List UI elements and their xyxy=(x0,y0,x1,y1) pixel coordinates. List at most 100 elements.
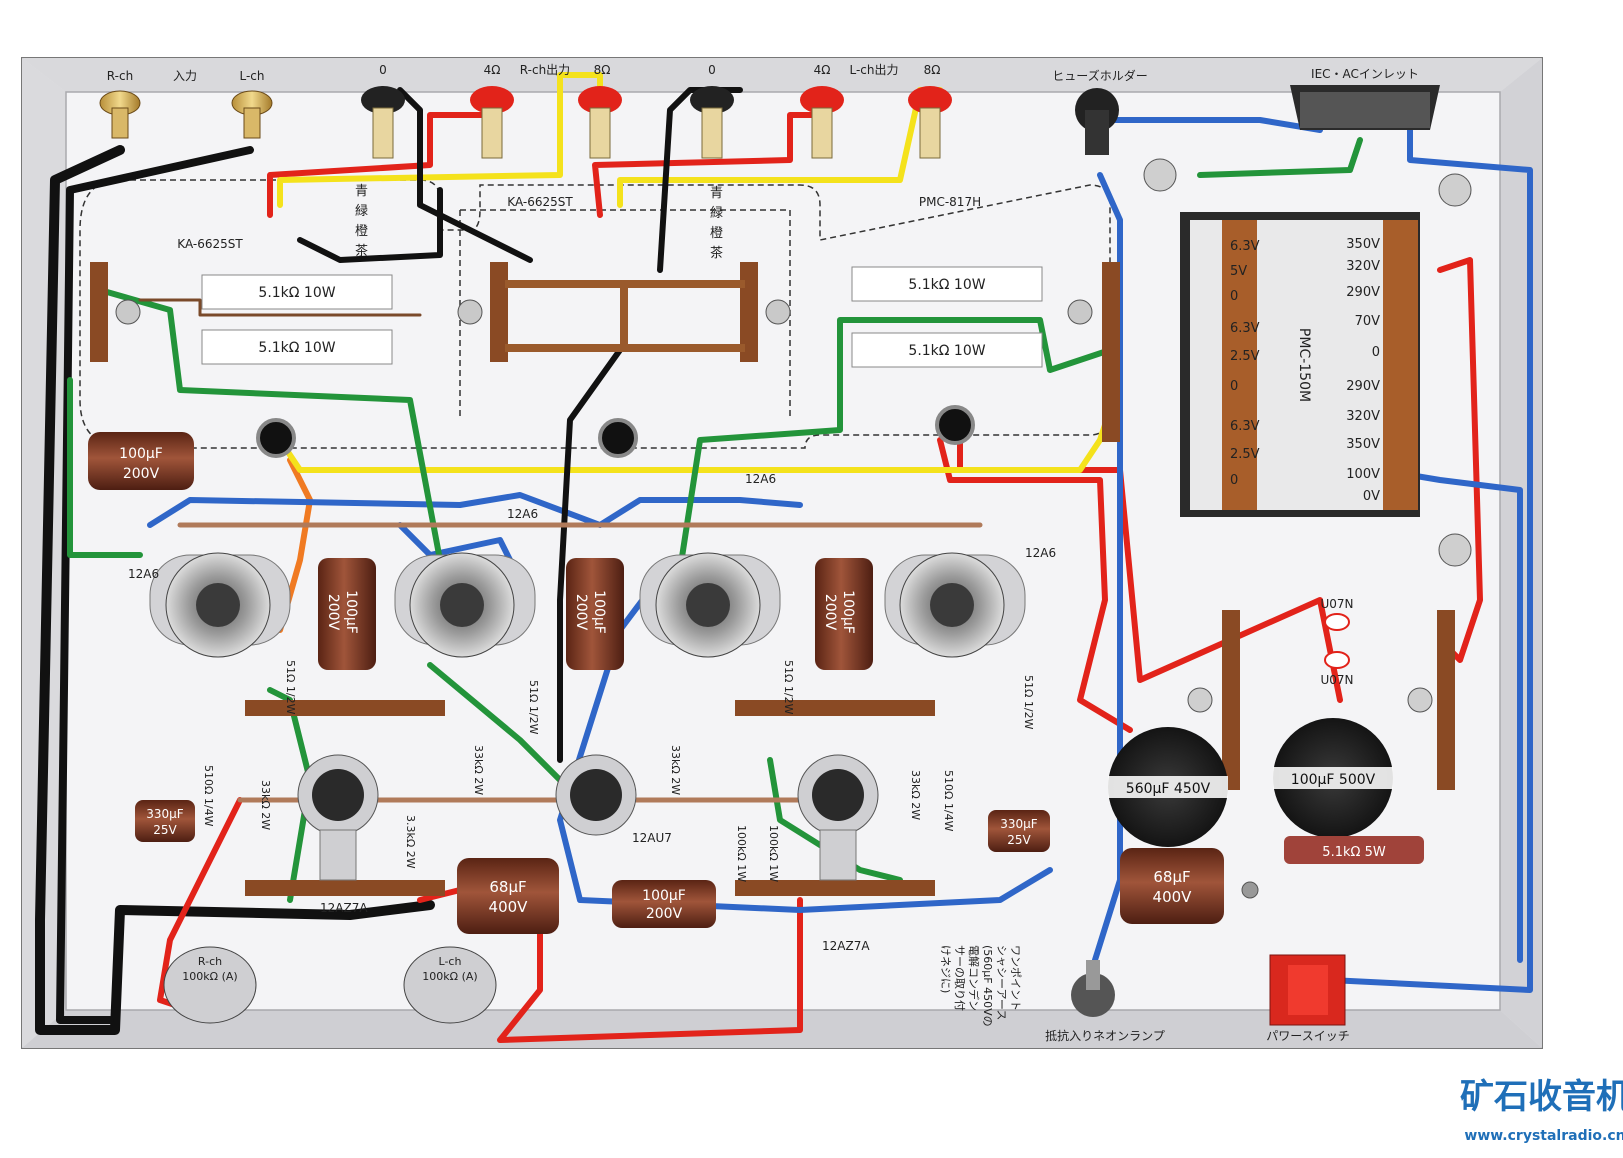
capacitors: 100μF 200V 100μF 200V 100μF 200V 100μF 2… xyxy=(88,432,1393,934)
cap-560-label: 560μF 450V xyxy=(1126,781,1211,797)
legend-orange: 橙 xyxy=(355,224,368,239)
socket-12az7a-right xyxy=(797,754,879,881)
tap-left-4: 6.3V xyxy=(1230,321,1260,336)
cap-b-voltage: 200V xyxy=(325,594,341,631)
pot-lch: L-ch 100kΩ (A) xyxy=(403,946,497,1024)
cap-b-value: 100μF xyxy=(343,590,359,634)
tap-left-5: 2.5V xyxy=(1230,349,1260,364)
label-tube-12az7a-right: 12AZ7A xyxy=(822,939,870,953)
label-power-transformer: PMC-150M xyxy=(1296,328,1312,402)
cap-330uf-a: 330μF 25V xyxy=(135,800,195,842)
label-l-0: 0 xyxy=(708,63,716,77)
volume-pots: R-ch 100kΩ (A) L-ch 100kΩ (A) xyxy=(163,946,497,1024)
legend-brown: 茶 xyxy=(355,243,368,259)
socket-12au7 xyxy=(555,754,637,836)
pot-rch-channel: R-ch xyxy=(198,955,222,968)
label-tube-12az7a-left: 12AZ7A xyxy=(320,901,368,915)
watermark-brand: 矿石收音机 xyxy=(1460,1077,1623,1117)
label-diode-1: U07N xyxy=(1320,597,1353,611)
label-transformer-left: KA-6625ST xyxy=(177,237,243,251)
cap-100uf-c: 100μF 200V xyxy=(566,558,624,670)
front-panel-controls: 抵抗入りネオンランプ パワースイッチ xyxy=(1045,954,1350,1043)
cap-68b-voltage: 400V xyxy=(1153,888,1193,906)
tap-left-2: 5V xyxy=(1230,264,1247,279)
cap-330uf-b: 330μF 25V xyxy=(988,810,1050,852)
wiring xyxy=(35,72,1533,1043)
res-33a: 33kΩ 2W xyxy=(259,780,272,830)
terminal-r-8 xyxy=(578,86,622,159)
power-resistors: 5.1kΩ 10W 5.1kΩ 10W 5.1kΩ 10W 5.1kΩ 10W xyxy=(201,266,1043,368)
res-51c: 51Ω 1/2W xyxy=(782,660,795,715)
tap-left-7: 6.3V xyxy=(1230,419,1260,434)
rectifier-diodes: U07N U07N xyxy=(1320,597,1353,687)
note-line-1: ワンポイント xyxy=(1009,945,1022,1011)
cap-d-voltage: 200V xyxy=(822,594,838,631)
diode-1 xyxy=(1324,613,1350,631)
legend-blue-b: 青 xyxy=(710,186,723,201)
input-jacks: R-ch 入力 L-ch xyxy=(99,69,273,139)
note-line-4: 電解コンデン xyxy=(967,945,981,1011)
label-r-4ohm: 4Ω xyxy=(484,63,501,77)
res-51d: 51Ω 1/2W xyxy=(1022,675,1035,730)
legend-green: 緑 xyxy=(355,204,368,219)
res-100ka: 100kΩ 1W xyxy=(735,825,748,882)
mounting-screws xyxy=(115,158,1472,899)
socket-12a6-2 xyxy=(394,552,536,658)
tap-left-9: 0 xyxy=(1230,473,1238,488)
cap-330b-value: 330μF xyxy=(1000,817,1038,831)
label-fuse-holder: ヒューズホルダー xyxy=(1052,68,1147,83)
iec-inlet xyxy=(1290,85,1440,130)
tap-left-1: 6.3V xyxy=(1230,239,1260,254)
terminal-strips xyxy=(90,262,1455,896)
resistor-10w-2: 5.1kΩ 10W xyxy=(258,340,335,356)
tap-left-6: 0 xyxy=(1230,379,1238,394)
cap-68a-value: 68μF xyxy=(489,878,526,896)
terminal-r-4 xyxy=(470,86,514,159)
cap-100-500-label: 100μF 500V xyxy=(1291,772,1376,788)
terminal-l-0 xyxy=(690,86,734,159)
transformer-taps-primary: 6.3V 5V 0 6.3V 2.5V 0 6.3V 2.5V 0 xyxy=(1230,239,1260,488)
tube-sockets-small: 12AU7 12AZ7A 12AZ7A xyxy=(297,754,879,953)
res-33c: 33kΩ 2W xyxy=(669,745,682,795)
label-rch-input: R-ch xyxy=(107,69,133,83)
resistor-10w-3: 5.1kΩ 10W xyxy=(908,277,985,293)
pot-rch: R-ch 100kΩ (A) xyxy=(163,946,257,1024)
socket-12a6-4 xyxy=(884,552,1026,658)
cap-c-voltage: 200V xyxy=(573,594,589,631)
cap-100uf-e: 100μF 200V xyxy=(612,880,716,928)
note-line-3: (560μF 450Vの xyxy=(981,945,994,1027)
wire-color-legend-right: 青 緑 橙 茶 xyxy=(710,186,723,261)
terminal-r-0 xyxy=(361,86,405,159)
cap-330a-voltage: 25V xyxy=(153,823,177,837)
label-lch-output: L-ch出力 xyxy=(849,63,898,77)
small-resistor-labels: 51Ω 1/2W 51Ω 1/2W 51Ω 1/2W 51Ω 1/2W 510Ω… xyxy=(202,660,1035,882)
res-5w-label: 5.1kΩ 5W xyxy=(1322,845,1386,860)
label-tube-1: 12A6 xyxy=(128,567,159,581)
cap-560uf: 560μF 450V xyxy=(1108,727,1228,847)
legend-orange-b: 橙 xyxy=(710,226,723,241)
tap-right-2: 320V xyxy=(1346,259,1380,274)
label-diode-2: U07N xyxy=(1320,673,1353,687)
watermark: 矿石收音机 www.crystalradio.cn xyxy=(1460,1077,1623,1144)
tap-right-8: 350V xyxy=(1346,437,1380,452)
cap-330b-voltage: 25V xyxy=(1007,833,1031,847)
input-jack-rch xyxy=(99,90,141,139)
label-tube-12au7: 12AU7 xyxy=(632,831,672,845)
resistor-10w-1: 5.1kΩ 10W xyxy=(258,285,335,301)
label-transformer-mid: KA-6625ST xyxy=(507,195,573,209)
label-tube-2: 12A6 xyxy=(507,507,538,521)
cap-100uf-d: 100μF 200V xyxy=(815,558,873,670)
socket-12a6-3 xyxy=(639,552,781,658)
tap-right-5: 0 xyxy=(1372,345,1380,360)
power-switch xyxy=(1269,954,1346,1026)
resistor-5w: 5.1kΩ 5W xyxy=(1284,836,1424,864)
res-33b: 33kΩ 2W xyxy=(472,745,485,795)
res-51a: 51Ω 1/2W xyxy=(284,660,297,715)
label-rch-output: R-ch出力 xyxy=(520,63,570,77)
pot-rch-value: 100kΩ (A) xyxy=(182,970,237,983)
cap-100uf-a: 100μF 200V xyxy=(88,432,194,490)
socket-12az7a-left xyxy=(297,754,379,881)
chassis xyxy=(21,57,1543,1049)
tap-right-10: 0V xyxy=(1363,489,1380,504)
